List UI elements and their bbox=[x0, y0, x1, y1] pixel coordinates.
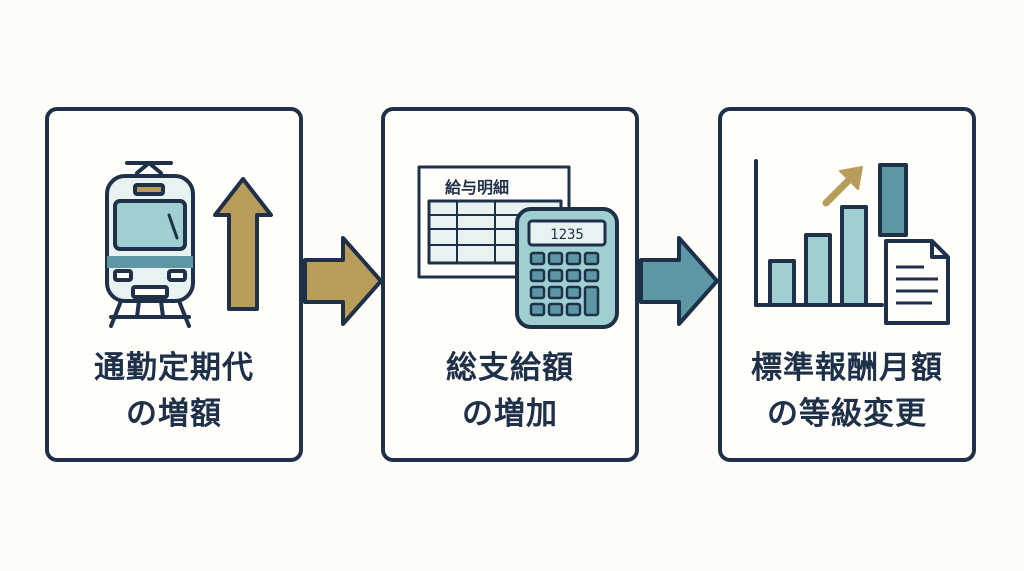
payslip-title: 給与明細 bbox=[445, 178, 509, 197]
step-total-pay: 給与明細 bbox=[381, 107, 639, 462]
document-icon bbox=[884, 239, 950, 325]
step3-label-line2: の等級変更 bbox=[767, 396, 927, 432]
step3-label: 標準報酬月額 の等級変更 bbox=[722, 345, 972, 437]
step1-label-line2: の増額 bbox=[126, 396, 222, 432]
flow-arrow-icon bbox=[303, 236, 383, 326]
step-commuter-pass: 通勤定期代 の増額 bbox=[45, 107, 303, 462]
step2-illustration: 給与明細 bbox=[417, 165, 619, 329]
step2-label-line2: の増加 bbox=[462, 396, 558, 432]
calculator-display: 1235 bbox=[550, 227, 584, 243]
step3-label-line1: 標準報酬月額 bbox=[751, 350, 943, 386]
flow-arrow-icon bbox=[639, 236, 719, 326]
up-arrow-icon bbox=[213, 177, 273, 311]
step1-label: 通勤定期代 の増額 bbox=[49, 345, 299, 437]
step2-label: 総支給額 の増加 bbox=[385, 345, 635, 437]
trend-arrow-icon bbox=[822, 166, 863, 207]
step1-illustration bbox=[105, 161, 273, 328]
train-icon bbox=[105, 161, 195, 328]
step2-label-line1: 総支給額 bbox=[446, 350, 574, 386]
step3-illustration bbox=[754, 159, 950, 325]
calculator-icon bbox=[515, 207, 619, 329]
step1-label-line1: 通勤定期代 bbox=[94, 350, 254, 386]
step-grade-change: 標準報酬月額 の等級変更 bbox=[718, 107, 976, 462]
bar-chart-icon bbox=[754, 159, 908, 307]
